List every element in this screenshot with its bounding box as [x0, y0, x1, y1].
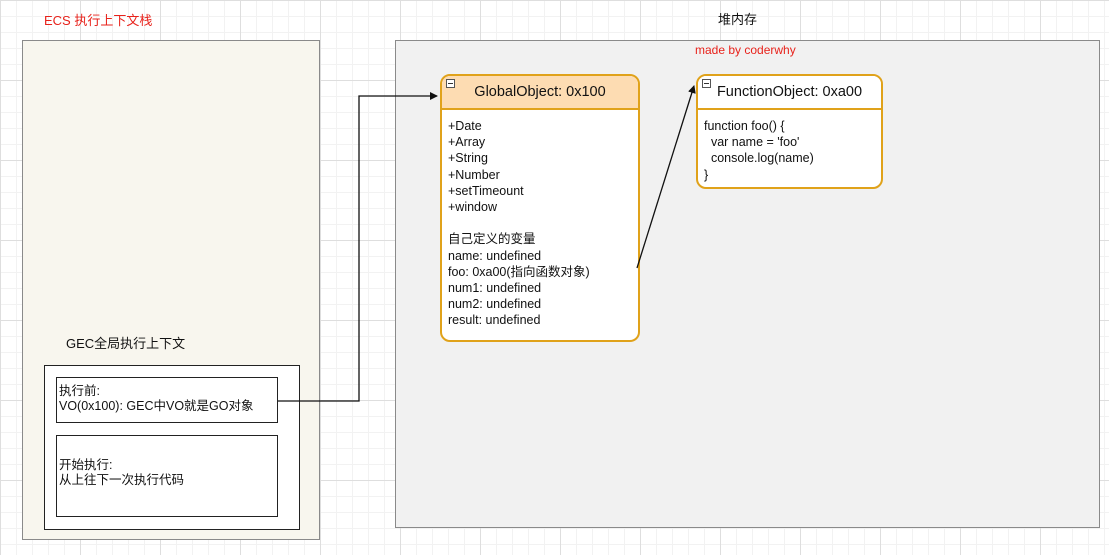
global-object-title: GlobalObject: 0x100: [474, 84, 606, 100]
global-object-line: num1: undefined: [448, 281, 542, 296]
global-object-line: +Array: [448, 135, 486, 150]
vo-to-globalobject-arrow[interactable]: [278, 92, 438, 402]
function-object-body: function foo() { var name = 'foo' consol…: [698, 110, 881, 183]
global-object-line: name: undefined: [448, 248, 542, 263]
global-object-line: +Number: [448, 167, 500, 182]
start-description: 从上往下一次执行代码: [59, 473, 185, 487]
global-object-body: +Date +Array+String+Number+setTimeount +wi…: [442, 110, 638, 329]
function-object-line: var name = 'foo': [704, 135, 800, 150]
credit-text: made by coderwhy: [695, 43, 796, 57]
collapse-icon[interactable]: [702, 79, 711, 88]
global-object-line: +String: [448, 151, 488, 166]
global-object-line: +window: [448, 200, 497, 215]
global-object-header: GlobalObject: 0x100: [442, 76, 638, 110]
function-object-header: FunctionObject: 0xa00: [698, 76, 881, 110]
foo-to-functionobject-arrow[interactable]: [636, 85, 696, 269]
function-object-line: }: [704, 167, 709, 182]
global-object-line: foo: 0xa00(指向函数对象): [448, 264, 590, 279]
ecs-title: ECS 执行上下文栈: [44, 13, 153, 28]
before-vo-text: VO(0x100): GEC中VO就是GO对象: [59, 399, 254, 413]
gec-label: GEC全局执行上下文: [66, 336, 186, 351]
gec-before-box[interactable]: 执行前: VO(0x100): GEC中VO就是GO对象: [56, 377, 278, 423]
heap-title: 堆内存: [718, 12, 758, 27]
function-object-line: function foo() {: [704, 119, 785, 133]
before-heading: 执行前:: [59, 384, 100, 398]
global-object-line: +setTimeount: [448, 183, 524, 198]
gec-start-box[interactable]: 开始执行: 从上往下一次执行代码: [56, 435, 278, 517]
global-object-line: result: undefined: [448, 313, 541, 328]
function-object-title: FunctionObject: 0xa00: [716, 84, 863, 100]
global-object-node[interactable]: GlobalObject: 0x100 +Date +Array+String+N…: [440, 74, 640, 342]
global-object-line: +Date: [448, 119, 482, 133]
start-heading: 开始执行:: [59, 458, 113, 472]
collapse-icon[interactable]: [446, 79, 455, 88]
function-object-node[interactable]: FunctionObject: 0xa00 function foo() { v…: [696, 74, 883, 189]
function-object-line: console.log(name): [704, 151, 814, 166]
global-object-line: 自己定义的变量: [448, 232, 536, 247]
global-object-line: num2: undefined: [448, 297, 542, 312]
